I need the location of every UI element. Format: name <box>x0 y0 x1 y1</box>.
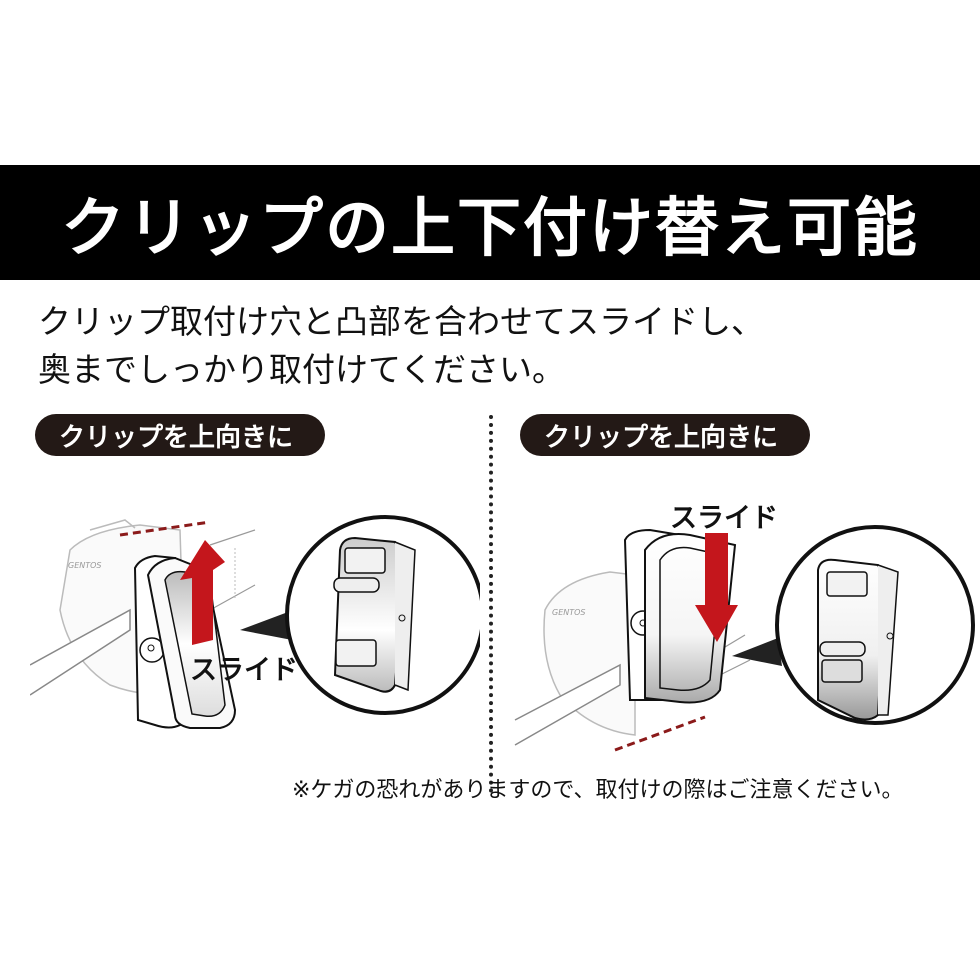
svg-text:GENTOS: GENTOS <box>552 608 586 617</box>
panel-left-label-text: クリップを上向きに <box>59 422 294 453</box>
headlamp-clip-up-icon: GENTOS <box>29 515 485 729</box>
arrow-down-icon <box>695 533 738 642</box>
slide-label-right: スライド <box>670 503 778 534</box>
panel-right-label-text: クリップを上向きに <box>544 422 779 453</box>
instructions-line-1: クリップ取付け穴と凸部を合わせてスライドし、 <box>38 302 764 341</box>
title-banner: クリップの上下付け替え可能 <box>0 165 980 280</box>
svg-text:GENTOS: GENTOS <box>68 561 102 570</box>
headlamp-clip-down-icon: GENTOS <box>514 525 975 752</box>
illustration-clip-slide-down: GENTOS スライド <box>500 490 980 760</box>
arrow-up-icon <box>180 540 225 645</box>
instructions-line-2: 奥までしっかり取付けてください。 <box>38 350 566 389</box>
dotted-divider <box>489 415 493 793</box>
page-title: クリップの上下付け替え可能 <box>61 191 919 266</box>
slide-label-left: スライド <box>190 655 298 686</box>
panel-left-label: クリップを上向きに <box>35 414 325 456</box>
instructions-text: クリップ取付け穴と凸部を合わせてスライドし、 奥までしっかり取付けてください。 <box>38 298 764 394</box>
panel-right-label: クリップを上向きに <box>520 414 810 456</box>
illustration-clip-slide-up: GENTOS スラ <box>29 490 485 750</box>
caution-note: ※ケガの恐れがありますので、取付けの際はご注意ください。 <box>292 778 904 803</box>
